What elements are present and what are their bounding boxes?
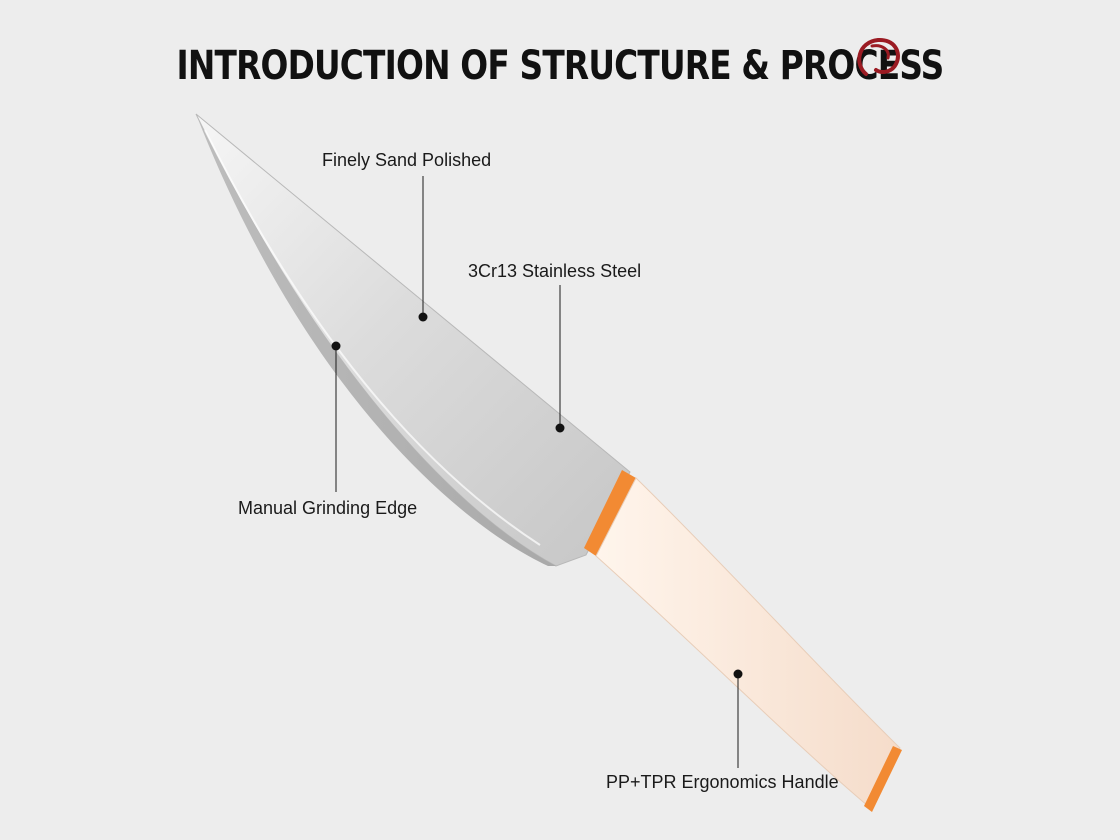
page-title: INTRODUCTION OF STRUCTURE & PROCESS bbox=[176, 43, 945, 89]
callout-handle: PP+TPR Ergonomics Handle bbox=[606, 772, 839, 792]
callout-stainless-steel: 3Cr13 Stainless Steel bbox=[468, 261, 642, 281]
callout-sand-polished: Finely Sand Polished bbox=[322, 150, 492, 170]
handle bbox=[595, 477, 901, 807]
handle-ring-front bbox=[584, 470, 636, 556]
callout-grinding-edge: Manual Grinding Edge bbox=[238, 498, 418, 518]
brand-swirl-icon bbox=[857, 37, 900, 76]
handle-ring-end bbox=[864, 746, 902, 812]
